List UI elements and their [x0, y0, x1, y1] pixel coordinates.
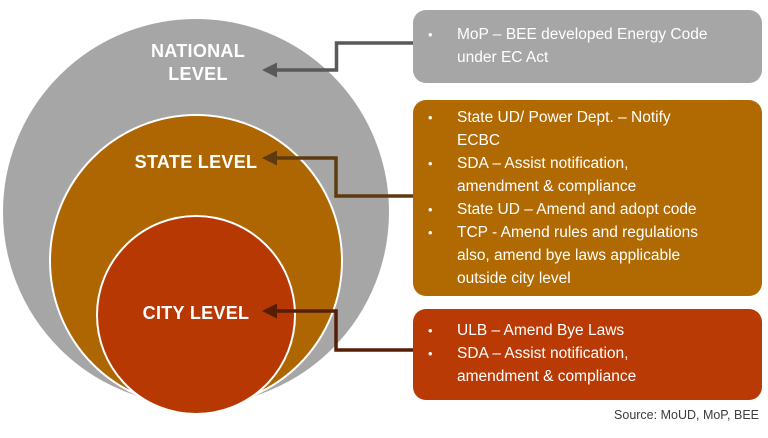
list-item: • TCP - Amend rules and regulations also… — [413, 221, 762, 290]
national-arrow-line — [276, 41, 413, 72]
city-callout-box: • ULB – Amend Bye Laws • SDA – Assist no… — [413, 309, 762, 400]
bullet-icon: • — [428, 346, 433, 361]
bullet-icon: • — [428, 110, 433, 125]
list-item-text: State UD/ Power Dept. – Notify ECBC — [457, 109, 671, 149]
national-callout-box: • MoP – BEE developed Energy Code under … — [413, 10, 762, 83]
city-arrow — [262, 303, 413, 352]
list-item: • State UD/ Power Dept. – Notify ECBC — [413, 106, 762, 152]
state-callout-box: • State UD/ Power Dept. – Notify ECBC • … — [413, 100, 762, 296]
bullet-icon: • — [428, 27, 433, 42]
state-level-label: STATE LEVEL — [134, 152, 258, 172]
list-item-text: ULB – Amend Bye Laws — [457, 322, 625, 339]
state-arrowhead-icon — [262, 150, 277, 166]
city-level-label: CITY LEVEL — [142, 303, 250, 323]
national-arrowhead-icon — [262, 62, 277, 78]
source-note: Source: MoUD, MoP, BEE — [614, 408, 759, 422]
city-level-circle — [96, 215, 296, 415]
state-arrow — [262, 150, 413, 198]
list-item: • ULB – Amend Bye Laws — [413, 319, 762, 342]
list-item: • SDA – Assist notification, amendment &… — [413, 152, 762, 198]
bullet-icon: • — [428, 225, 433, 240]
list-item: • MoP – BEE developed Energy Code under … — [413, 23, 762, 69]
national-arrow — [262, 41, 413, 78]
list-item-text: TCP - Amend rules and regulations also, … — [457, 224, 698, 287]
list-item-text: SDA – Assist notification, amendment & c… — [457, 155, 637, 195]
bullet-icon: • — [428, 323, 433, 338]
city-arrowhead-icon — [262, 303, 277, 319]
bullet-icon: • — [428, 202, 433, 217]
list-item: • SDA – Assist notification, amendment &… — [413, 342, 762, 388]
list-item-text: State UD – Amend and adopt code — [457, 201, 697, 218]
national-level-label: NATIONAL LEVEL — [150, 41, 246, 84]
list-item-text: SDA – Assist notification, amendment & c… — [457, 345, 637, 385]
list-item: • State UD – Amend and adopt code — [413, 198, 762, 221]
bullet-icon: • — [428, 156, 433, 171]
state-arrow-line — [276, 156, 413, 198]
list-item-text: MoP – BEE developed Energy Code under EC… — [457, 26, 708, 66]
city-arrow-line — [276, 309, 413, 352]
